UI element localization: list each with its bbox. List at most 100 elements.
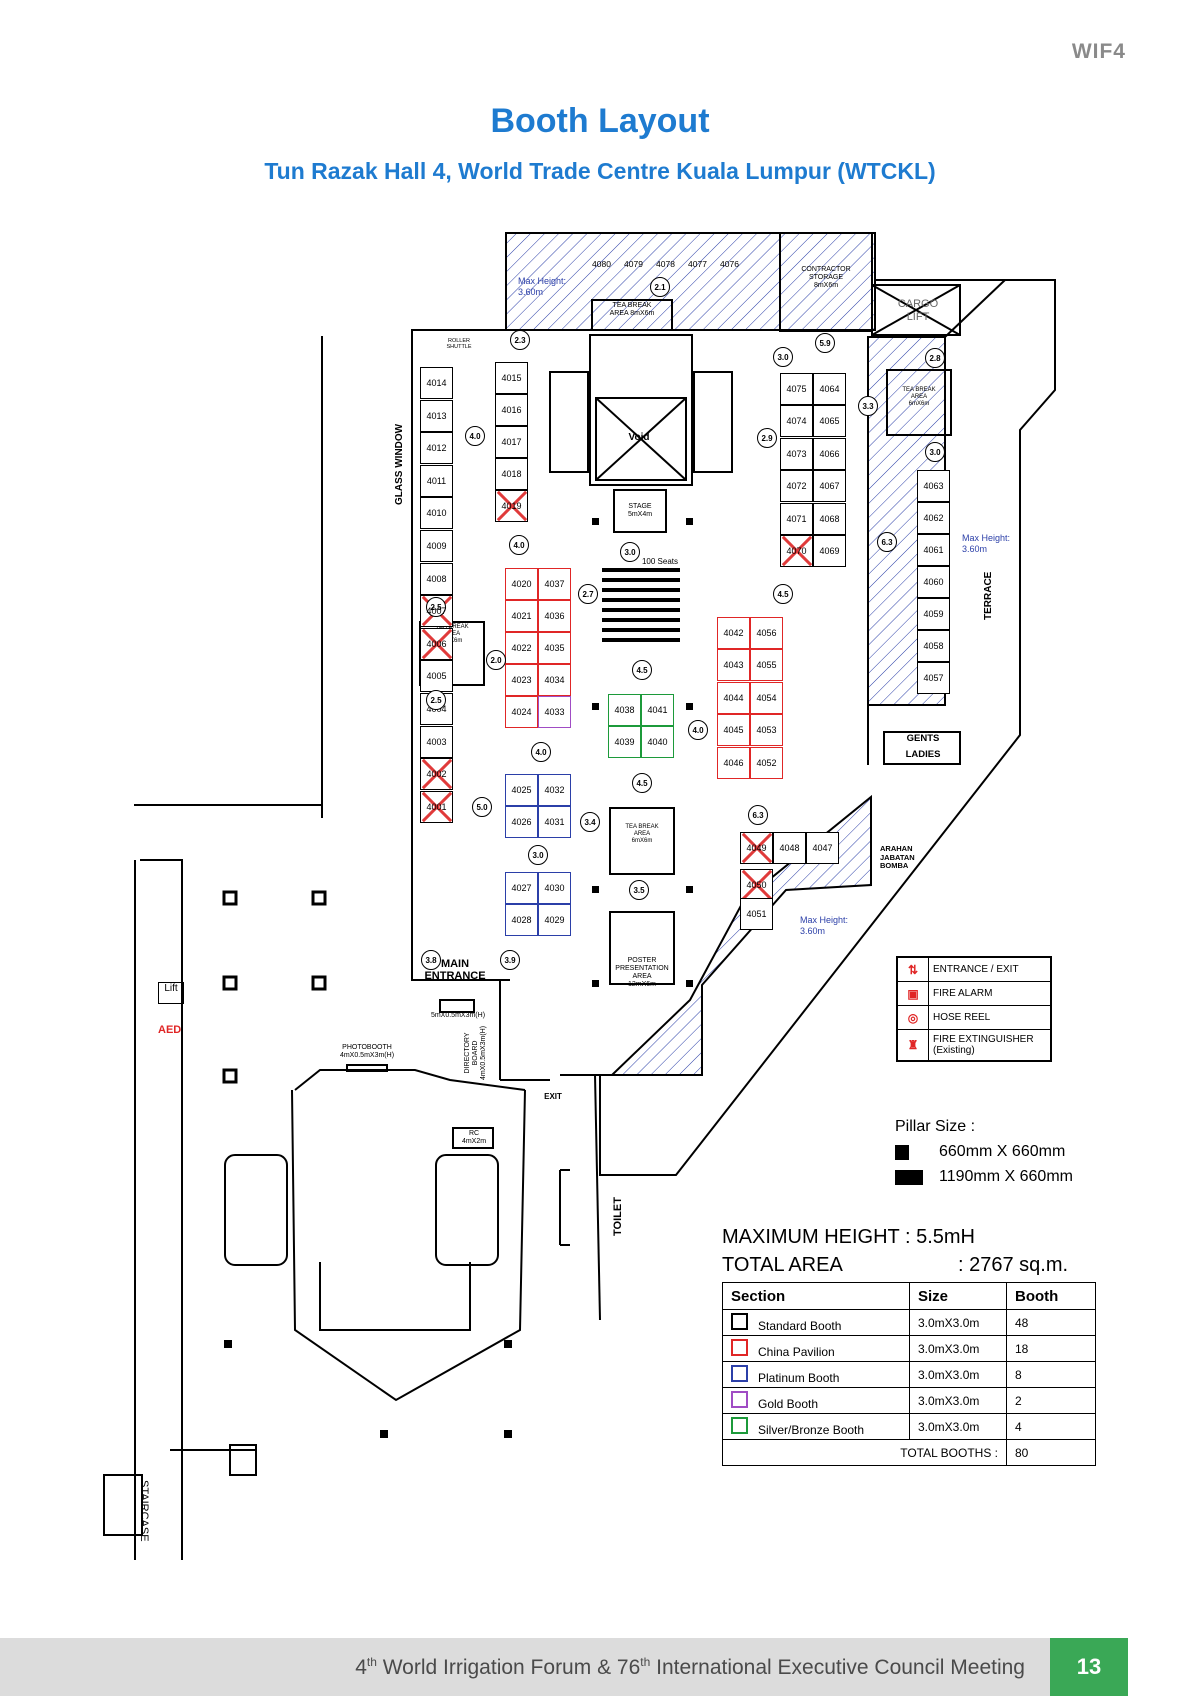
booth-number: 4020 (511, 579, 532, 589)
legend-row: ⇅ ENTRANCE / EXIT (898, 958, 1050, 981)
backdrop-label: 5mX0.5mX3m(H) (430, 1012, 486, 1019)
booth-4018: 4018 (495, 458, 528, 490)
size-cell: 3.0mX3.0m (909, 1413, 1007, 1440)
booth-number: 4045 (723, 725, 744, 736)
toilet-label: TOILET (612, 1197, 624, 1236)
tea-break-mid-label: TEA BREAK AREA 6mX6m (625, 824, 659, 844)
booth-4016: 4016 (495, 394, 528, 426)
booth-4006: 4006 (420, 627, 453, 660)
booth-4044: 4044 (717, 681, 750, 714)
booth-4042: 4042 (717, 617, 750, 649)
document-code: WIF4 (1071, 40, 1126, 63)
booth-number: 4070 (786, 546, 807, 556)
section-color-swatch (731, 1312, 748, 1330)
legend-label: HOSE REEL (933, 1012, 991, 1023)
total-booths-label: TOTAL BOOTHS : (722, 1439, 1007, 1466)
booth-number: 4034 (544, 675, 565, 685)
booth-number: 4040 (647, 737, 668, 747)
max-height-top-label: Max Height: 3.60m (518, 276, 567, 297)
pillar-height-marker: 4.0 (509, 535, 529, 555)
booth-4060: 4060 (917, 566, 950, 598)
section-cell: Standard Booth (722, 1309, 910, 1336)
booth-4041: 4041 (641, 694, 674, 726)
booth-4077: 4077 (681, 248, 714, 280)
booth-4036: 4036 (538, 600, 571, 632)
ladies-label: LADIES (905, 749, 941, 760)
booth-4001: 4001 (420, 790, 453, 823)
section-label: Standard Booth (758, 1318, 842, 1333)
booth-4062: 4062 (917, 502, 950, 534)
booth-number: 4006 (426, 638, 447, 649)
booth-number: 4067 (819, 481, 840, 492)
booth-4058: 4058 (917, 630, 950, 662)
booth-4053: 4053 (750, 714, 783, 747)
header-booth: Booth (1006, 1282, 1096, 1310)
booth-number: 4072 (786, 481, 807, 492)
booth-4056: 4056 (750, 617, 783, 649)
booth-4034: 4034 (538, 664, 571, 696)
booth-4017: 4017 (495, 426, 528, 458)
booth-count-cell: 2 (1006, 1387, 1096, 1414)
booth-number: 4059 (923, 609, 944, 619)
pillar-height-marker: 3.5 (629, 880, 649, 900)
pillar-height-marker: 2.8 (925, 348, 945, 368)
tea-break-top-label: TEA BREAK AREA 8mX6m (609, 302, 655, 318)
booth-number: 4051 (746, 909, 767, 919)
booth-number: 4076 (720, 259, 739, 269)
booth-number: 4080 (592, 259, 611, 269)
pillar-height-marker: 6.3 (748, 805, 768, 825)
page-subtitle: Tun Razak Hall 4, World Trade Centre Kua… (264, 158, 936, 184)
legend-row: ♜ FIRE EXTINGUISHER (Existing) (898, 1029, 1050, 1060)
section-label: Platinum Booth (758, 1370, 840, 1385)
booth-number: 4065 (819, 416, 840, 427)
booth-number: 4043 (723, 660, 744, 671)
pillar-height-marker: 3.0 (528, 845, 548, 865)
booth-4079: 4079 (617, 248, 650, 280)
booth-number: 4049 (746, 843, 767, 853)
size-cell: 3.0mX3.0m (909, 1335, 1007, 1362)
max-height-right-label: Max Height: 3.60m (962, 533, 1011, 554)
pillar-height-marker: 4.0 (531, 742, 551, 762)
booth-number: 4079 (624, 259, 643, 269)
hose-reel-icon: ◎ (898, 1006, 929, 1029)
pillar-size-large: 1190mm X 660mm (895, 1168, 1073, 1186)
section-cell: Gold Booth (722, 1387, 910, 1414)
size-cell: 3.0mX3.0m (909, 1387, 1007, 1414)
booth-4021: 4021 (505, 600, 538, 632)
booth-number: 4074 (786, 416, 807, 427)
booth-number: 4066 (819, 448, 840, 459)
pillar-height-marker: 4.5 (632, 773, 652, 793)
booth-count-cell: 48 (1006, 1309, 1096, 1336)
booth-4045: 4045 (717, 714, 750, 747)
pillar-height-marker: 2.0 (486, 650, 506, 670)
pillar-large-swatch (895, 1169, 923, 1185)
booth-number: 4047 (812, 843, 833, 853)
section-label: China Pavilion (758, 1344, 835, 1359)
pillar-small-label: 660mm X 660mm (939, 1143, 1066, 1160)
booth-number: 4046 (723, 757, 744, 768)
booth-4069: 4069 (813, 535, 846, 567)
booth-4046: 4046 (717, 746, 750, 779)
pillar-large-label: 1190mm X 660mm (939, 1168, 1073, 1185)
pillar-height-marker: 2.3 (510, 330, 530, 350)
booth-number: 4024 (511, 707, 532, 717)
booth-number: 4027 (511, 883, 532, 893)
booth-4032: 4032 (538, 774, 571, 806)
contractor-storage-label: CONTRACTOR STORAGE 8mX6m (801, 266, 851, 290)
booth-4010: 4010 (420, 497, 453, 530)
booth-number: 4077 (688, 259, 707, 269)
booth-4030: 4030 (538, 872, 571, 904)
booth-4037: 4037 (538, 568, 571, 600)
pillar-height-marker: 5.9 (815, 333, 835, 353)
booth-number: 4023 (511, 675, 532, 685)
booth-number: 4058 (923, 641, 944, 651)
booth-number: 4042 (723, 628, 744, 638)
booth-number: 4025 (511, 785, 532, 795)
pillar-height-marker: 3.3 (858, 396, 878, 416)
booth-4048: 4048 (773, 832, 806, 864)
